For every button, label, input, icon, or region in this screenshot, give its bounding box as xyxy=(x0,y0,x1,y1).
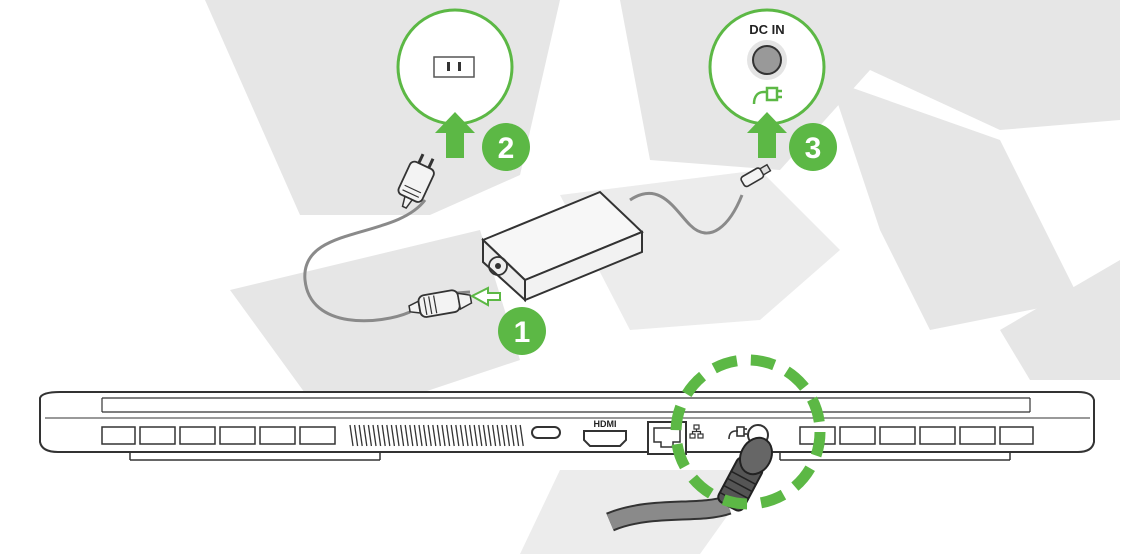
dc-plug-icon xyxy=(752,86,782,105)
left-vents xyxy=(101,426,336,445)
slot-vent xyxy=(501,424,506,447)
slot-vent xyxy=(473,424,478,447)
slot-vent xyxy=(464,424,469,447)
slot-vent xyxy=(358,424,363,447)
dc-in-label: DC IN xyxy=(749,22,784,37)
slot-vent xyxy=(381,424,386,447)
background-shapes xyxy=(205,0,1120,554)
slot-vent xyxy=(372,424,377,447)
slot-vent xyxy=(445,424,451,447)
slot-vent xyxy=(468,424,474,447)
bg-shape-far-right xyxy=(1000,260,1120,380)
insert-arrow-step-1 xyxy=(469,286,501,307)
dc-in-callout: DC IN xyxy=(708,8,826,126)
slot-vent xyxy=(510,424,515,447)
slot-vent xyxy=(376,424,382,447)
step-3-number: 3 xyxy=(805,132,822,165)
slot-vent xyxy=(386,424,391,447)
slot-vent xyxy=(390,424,396,447)
bg-shape-right xyxy=(830,80,1080,330)
hdmi-port: HDMI xyxy=(583,419,627,447)
slot-vent xyxy=(427,424,432,447)
slot-vent xyxy=(363,424,368,447)
slot-vent xyxy=(491,424,497,447)
network-icon xyxy=(689,424,704,439)
slot-vent xyxy=(482,424,488,447)
slot-vent xyxy=(487,424,492,447)
slot-vent xyxy=(436,424,442,447)
slot-vent xyxy=(409,424,414,447)
slot-vent xyxy=(505,424,511,447)
slot-vent xyxy=(399,424,405,447)
right-vents xyxy=(799,426,1034,445)
usb-c-port xyxy=(531,426,561,439)
ac-cord-cable xyxy=(303,199,427,323)
slot-vents xyxy=(349,424,524,447)
slot-vent xyxy=(404,424,409,447)
slot-vent xyxy=(418,424,423,447)
slot-vent xyxy=(367,424,373,447)
slot-vent xyxy=(519,424,524,447)
bg-shape-center xyxy=(560,170,840,330)
slot-vent xyxy=(459,424,465,447)
slot-vent xyxy=(478,424,483,447)
slot-vent xyxy=(455,424,460,447)
arrow-up-step-3 xyxy=(747,112,787,158)
laptop-rear: HDMI xyxy=(39,391,1095,461)
wall-outlet-icon xyxy=(433,56,475,78)
slot-vent xyxy=(422,424,428,447)
step-badge-1: 1 xyxy=(498,307,546,355)
ac-plug-icon xyxy=(397,153,435,209)
wall-outlet-callout xyxy=(396,8,514,126)
adapter-cord-plug xyxy=(408,289,473,318)
ac-power-cord xyxy=(303,153,501,323)
power-adapter-icon xyxy=(481,190,644,303)
dc-port-highlight-circle xyxy=(670,354,826,510)
slot-vent xyxy=(432,424,437,447)
step-2-number: 2 xyxy=(498,132,515,165)
arrow-up-step-2 xyxy=(435,112,475,158)
slot-vent xyxy=(395,424,400,447)
dc-connector xyxy=(740,163,772,188)
slot-vent xyxy=(496,424,501,447)
slot-vent xyxy=(450,424,455,447)
slot-vent xyxy=(514,424,520,447)
laptop-dc-port-icon xyxy=(728,426,747,440)
slot-vent xyxy=(349,424,354,447)
bg-shape-left xyxy=(230,230,520,400)
step-badge-3: 3 xyxy=(789,123,837,171)
dc-cable xyxy=(629,163,772,235)
slot-vent xyxy=(441,424,446,447)
slot-vent xyxy=(413,424,419,447)
dc-in-port xyxy=(752,45,782,75)
hdmi-label: HDMI xyxy=(594,419,617,429)
step-badge-2: 2 xyxy=(482,123,530,171)
step-1-number: 1 xyxy=(514,316,531,349)
slot-vent xyxy=(353,424,359,447)
laptop-body xyxy=(39,391,1095,453)
bg-shape-top-left xyxy=(205,0,560,215)
